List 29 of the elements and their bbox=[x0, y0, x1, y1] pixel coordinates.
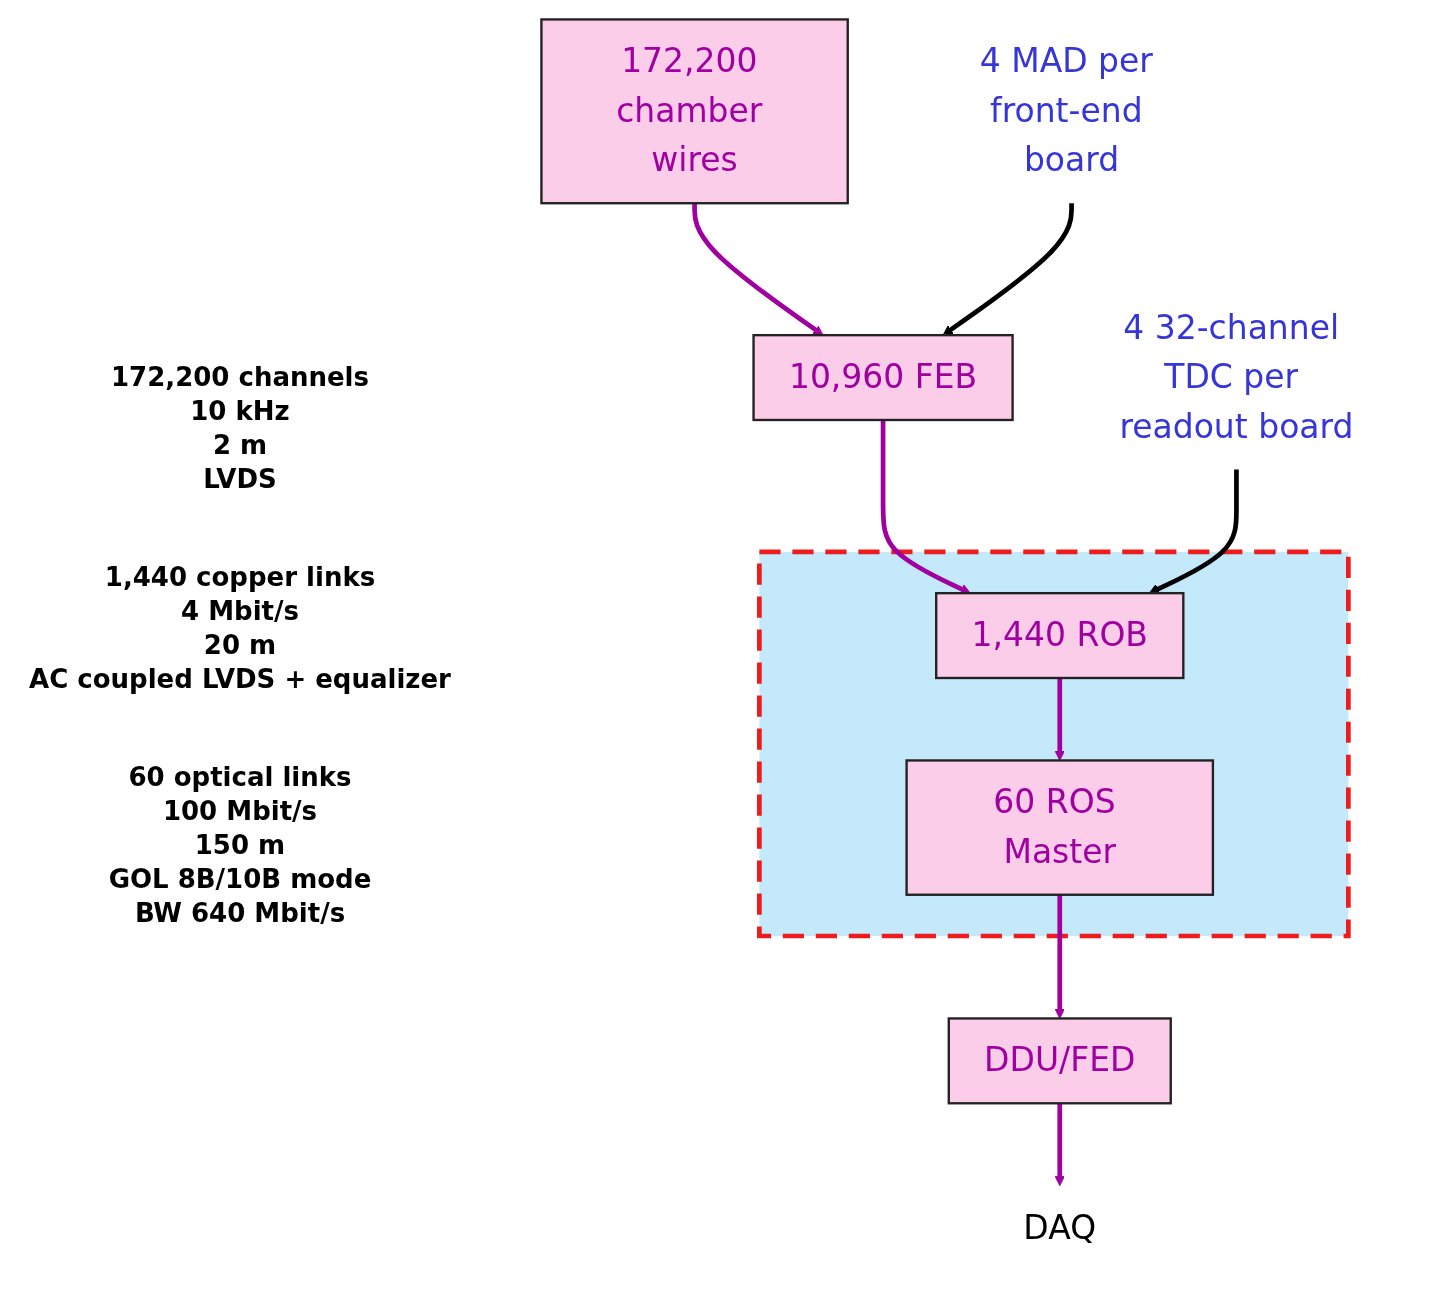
node-box: DDU/FED bbox=[948, 1017, 1173, 1105]
node-box: 10,960 FEB bbox=[752, 334, 1015, 422]
node-box: 172,200 chamber wires bbox=[540, 18, 850, 205]
note-text: 60 optical links bbox=[128, 762, 352, 792]
arrow bbox=[943, 203, 1075, 336]
note-text: 100 Mbit/s bbox=[162, 796, 318, 826]
cluster bbox=[757, 549, 1352, 939]
node-text: DAQ bbox=[1023, 1208, 1097, 1248]
note-text: AC coupled LVDS + equalizer bbox=[29, 664, 451, 694]
arrow bbox=[1149, 469, 1240, 594]
note-text: 10 kHz bbox=[190, 396, 290, 426]
node-text: 4 MAD per front-end board bbox=[980, 41, 1154, 180]
node-box: 1,440 ROB bbox=[935, 592, 1185, 680]
node-box: 60 ROS Master bbox=[905, 759, 1215, 896]
note-text: 172,200 channels bbox=[111, 362, 369, 392]
note-text: 20 m bbox=[203, 630, 277, 660]
arrow bbox=[692, 203, 824, 336]
note-text: LVDS bbox=[203, 464, 277, 494]
node-text: 4 32-channel TDC per readout board bbox=[1119, 308, 1354, 446]
note-text: GOL 8B/10B mode bbox=[108, 864, 372, 894]
note-text: BW 640 Mbit/s bbox=[134, 898, 346, 928]
arrow bbox=[1055, 1103, 1066, 1187]
arrow bbox=[1055, 678, 1066, 761]
note-text: 150 m bbox=[194, 830, 286, 860]
arrow bbox=[881, 420, 972, 594]
note-text: 2 m bbox=[212, 430, 268, 460]
arrow bbox=[1055, 894, 1066, 1019]
note-text: 4 Mbit/s bbox=[181, 596, 299, 626]
note-text: 1,440 copper links bbox=[104, 562, 376, 592]
